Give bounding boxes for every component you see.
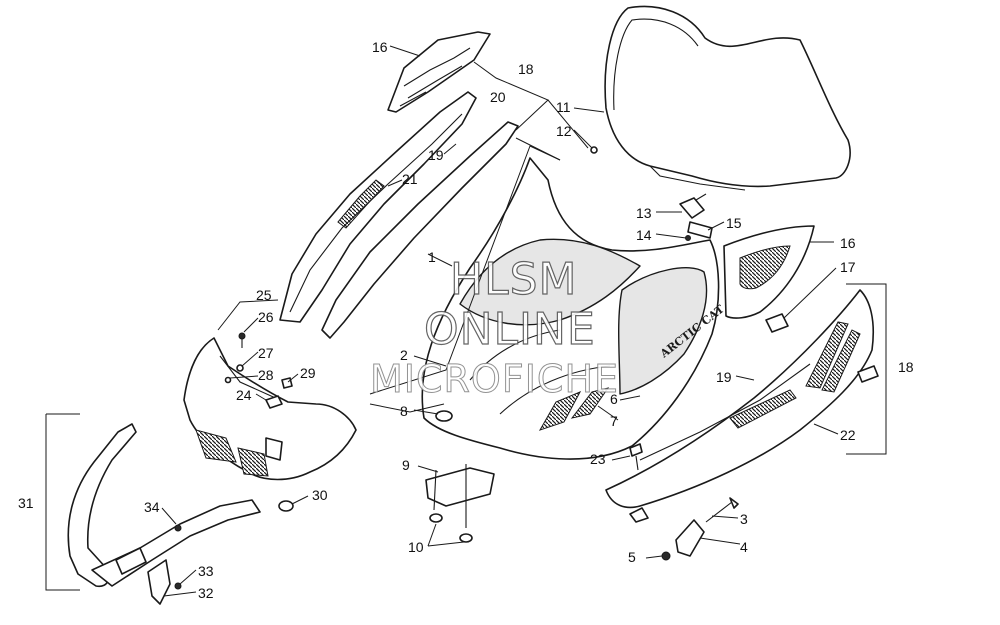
callout-16-right: 16	[840, 235, 856, 251]
hinge-bracket	[425, 464, 495, 543]
callout-11: 11	[556, 99, 571, 115]
callout-4: 4	[740, 539, 748, 555]
watermark: HLSM ONLINE MICROFICHE	[370, 253, 619, 401]
callout-27: 27	[258, 345, 274, 361]
callout-16-upper: 16	[372, 39, 388, 55]
callout-19-right: 19	[716, 369, 732, 385]
watermark-line-1: HLSM	[450, 254, 578, 305]
callout-22: 22	[840, 427, 856, 443]
left-stripe-decal	[321, 121, 519, 339]
callout-5: 5	[628, 549, 636, 565]
callout-30: 30	[312, 487, 328, 503]
callout-7: 7	[610, 413, 618, 429]
callout-18-upper: 18	[518, 61, 534, 77]
right-vent-trim	[723, 225, 815, 319]
callout-13: 13	[636, 205, 652, 221]
clip	[765, 313, 789, 333]
callout-29: 29	[300, 365, 316, 381]
callout-21: 21	[402, 171, 418, 187]
callout-8: 8	[400, 403, 408, 419]
callout-24: 24	[236, 387, 252, 403]
right-side-panel	[605, 289, 879, 523]
callout-32: 32	[198, 585, 214, 601]
upper-left-vent-trim	[387, 31, 491, 113]
callout-14: 14	[636, 227, 652, 243]
screw-23	[629, 443, 643, 471]
hood	[421, 157, 720, 460]
callout-10: 10	[408, 539, 424, 555]
callout-15: 15	[726, 215, 742, 231]
callout-17: 17	[840, 259, 856, 275]
callout-20: 20	[490, 89, 506, 105]
callout-labels: 1 2 3 4 5 6 7 8 9 10 11 12 13 14 15 16 1…	[18, 39, 914, 601]
callout-31: 31	[18, 495, 34, 511]
callout-1: 1	[428, 249, 436, 265]
windshield	[604, 5, 851, 191]
nose-fasteners	[224, 332, 294, 512]
callout-23: 23	[590, 451, 606, 467]
callout-12: 12	[556, 123, 572, 139]
callout-leaders	[161, 45, 839, 597]
left-side-panel	[279, 91, 477, 323]
callout-26: 26	[258, 309, 274, 325]
callout-6: 6	[610, 391, 618, 407]
callout-33: 33	[198, 563, 214, 579]
callout-9: 9	[402, 457, 410, 473]
bracket-bolt-nut	[661, 497, 739, 561]
assembly-lines	[45, 61, 887, 591]
windshield-mount-hardware	[590, 146, 713, 241]
front-bumper	[67, 423, 261, 605]
callout-3: 3	[740, 511, 748, 527]
callout-19-left: 19	[428, 147, 444, 163]
callout-2: 2	[400, 347, 408, 363]
watermark-line-3: MICROFICHE	[370, 357, 619, 401]
watermark-line-2: ONLINE	[424, 304, 596, 355]
callout-28: 28	[258, 367, 274, 383]
callout-18-right: 18	[898, 359, 914, 375]
callout-34: 34	[144, 499, 160, 515]
callout-25: 25	[256, 287, 272, 303]
